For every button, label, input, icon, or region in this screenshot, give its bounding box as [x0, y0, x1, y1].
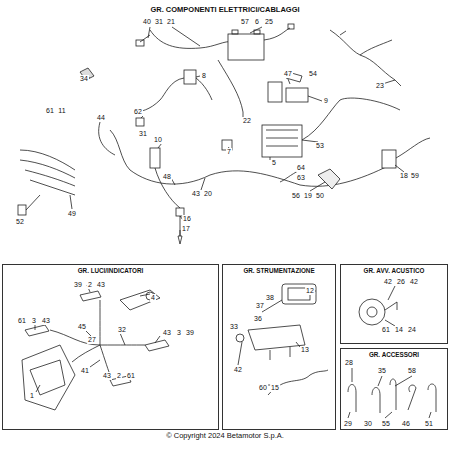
callout-number: 61	[126, 372, 136, 380]
callout-number: 47	[283, 70, 293, 78]
callout-number: 31	[154, 18, 164, 26]
callout-number: 22	[242, 117, 252, 125]
callout-number: 33	[229, 323, 239, 331]
callout-number: 24	[407, 326, 417, 334]
callout-number: 18	[399, 172, 409, 180]
callout-number: 12	[305, 287, 315, 295]
callout-number: 41	[80, 367, 90, 375]
callout-number: 61	[17, 317, 27, 325]
callout-number: 37	[255, 302, 265, 310]
group-heading: GR. COMPONENTI ELETTRICI/CABLAGGI	[150, 5, 299, 14]
callout-number: 43	[162, 329, 172, 337]
callout-number: 56	[291, 192, 301, 200]
callout-number: 51	[424, 420, 434, 428]
callout-number: 64	[296, 164, 306, 172]
callout-number: 53	[315, 142, 325, 150]
callout-number: 36	[253, 315, 263, 323]
callout-number: 50	[315, 192, 325, 200]
callout-number: 13	[300, 346, 310, 354]
callout-number: 5	[271, 159, 277, 167]
callout-number: 60	[258, 384, 268, 392]
callout-number: 28	[344, 359, 354, 367]
callout-number: 39	[185, 329, 195, 337]
callout-number: 61	[381, 326, 391, 334]
callout-number: 63	[296, 174, 306, 182]
callout-number: 34	[79, 75, 89, 83]
callout-number: 62	[133, 108, 143, 116]
callout-number: 57	[240, 18, 250, 26]
callout-number: 16	[182, 215, 192, 223]
callout-number: 7	[226, 148, 232, 156]
callout-number: 21	[166, 18, 176, 26]
callout-number: 45	[77, 323, 87, 331]
callout-number: 9	[323, 97, 329, 105]
callout-number: 49	[67, 210, 77, 218]
callout-number: 48	[162, 173, 172, 181]
callout-number: 44	[96, 114, 106, 122]
callout-number: 19	[303, 192, 313, 200]
panel-heading: GR. LUCI/INDICATORI	[3, 267, 218, 274]
callout-number: 38	[265, 294, 275, 302]
callout-number: 52	[15, 218, 25, 226]
callout-number: 58	[407, 367, 417, 375]
callout-number: 31	[138, 130, 148, 138]
callout-number: 32	[117, 326, 127, 334]
callout-number: 55	[381, 420, 391, 428]
callout-number: 42	[383, 278, 393, 286]
callout-number: 27	[87, 336, 97, 344]
callout-number: 59	[410, 172, 420, 180]
callout-number: 8	[201, 72, 207, 80]
callout-number: 26	[396, 278, 406, 286]
callout-number: 20	[203, 190, 213, 198]
callout-number: 54	[308, 70, 318, 78]
group-panel: GR. STRUMENTAZIONE	[222, 264, 336, 430]
callout-number: 43	[96, 281, 106, 289]
callout-number: 39	[73, 281, 83, 289]
callout-number: 25	[264, 18, 274, 26]
callout-number: 1	[29, 392, 35, 400]
group-panel: GR. ACCESSORI	[340, 348, 448, 430]
callout-number: 46	[401, 420, 411, 428]
callout-number: 42	[233, 366, 243, 374]
copyright-caption: © Copyright 2024 Betamotor S.p.A.	[166, 431, 284, 440]
callout-number: 43	[191, 190, 201, 198]
callout-number: 43	[102, 372, 112, 380]
callout-number: 3	[31, 317, 37, 325]
callout-number: 4	[150, 294, 156, 302]
callout-number: 23	[375, 82, 385, 90]
callout-number: 61	[45, 107, 55, 115]
callout-number: 11	[57, 107, 66, 115]
panel-heading: GR. STRUMENTAZIONE	[223, 267, 335, 274]
callout-number: 42	[409, 278, 419, 286]
callout-number: 30	[363, 420, 373, 428]
panel-heading: GR. ACCESSORI	[341, 351, 447, 358]
callout-number: 35	[377, 367, 387, 375]
callout-number: 14	[394, 326, 404, 334]
callout-number: 29	[343, 420, 353, 428]
callout-number: 10	[153, 136, 163, 144]
callout-number: 2	[87, 281, 93, 289]
callout-number: 43	[41, 317, 51, 325]
callout-number: 15	[270, 384, 280, 392]
callout-number: 3	[176, 329, 182, 337]
callout-number: 2	[116, 372, 122, 380]
group-panel: GR. LUCI/INDICATORI	[2, 264, 219, 430]
callout-number: 40	[142, 18, 152, 26]
callout-number: 6	[254, 18, 260, 26]
panel-heading: GR. AVV. ACUSTICO	[341, 267, 447, 274]
callout-number: 17	[181, 225, 191, 233]
